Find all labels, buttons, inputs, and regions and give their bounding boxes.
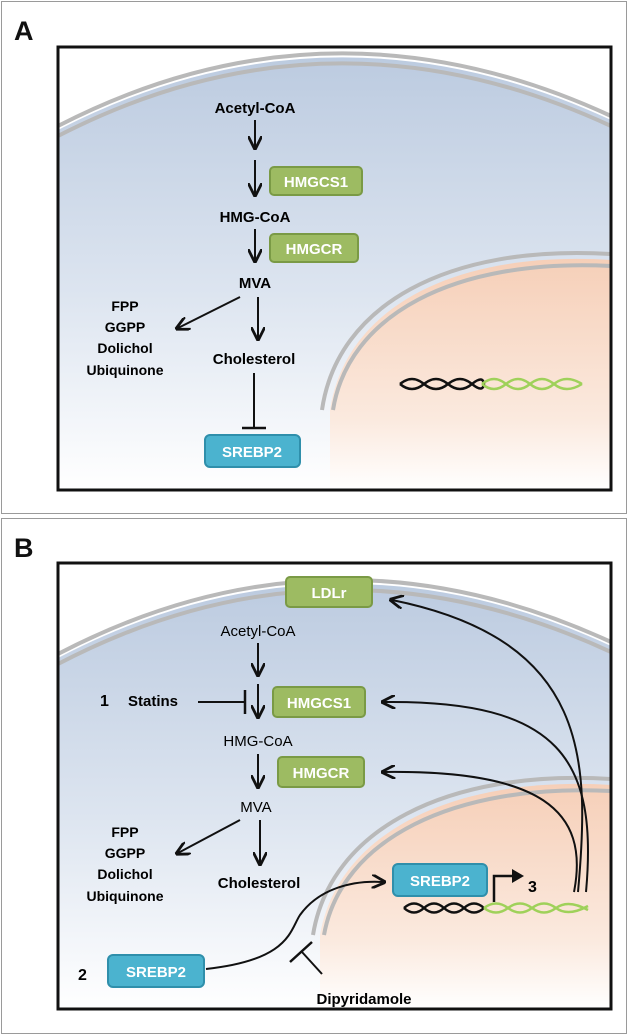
a-hmgcr-label: HMGCR	[286, 241, 343, 258]
a-fpp: FPP	[111, 298, 138, 314]
a-hmg-coa: HMG-CoA	[220, 209, 291, 226]
panel-b-nuclear-envelope-outer	[311, 776, 611, 936]
panel-b-frame	[1, 518, 627, 1034]
panel-b-cell-border	[56, 561, 613, 1011]
a-acetyl-coa: Acetyl-CoA	[215, 100, 296, 117]
a-hmgcs1-box: HMGCS1	[269, 166, 363, 196]
a-hmgcr-box: HMGCR	[269, 233, 359, 263]
b-branch-products: FPP GGPP Dolichol Ubiquinone	[87, 824, 164, 904]
panel-a-nuclear-envelope-inner	[331, 263, 611, 411]
b-srebp2-nuclear-label: SREBP2	[410, 873, 470, 890]
panel-b-nuclear-envelope-inner	[322, 788, 611, 936]
b-ubiquinone: Ubiquinone	[87, 888, 164, 904]
b-hmg-coa: HMG-CoA	[223, 733, 292, 750]
a-ggpp: GGPP	[105, 319, 145, 335]
b-dolichol: Dolichol	[97, 866, 152, 882]
b-srebp2-cytoplasm-box: SREBP2	[107, 954, 205, 988]
a-mva: MVA	[239, 275, 271, 292]
b-arrow-to-hmgcs1	[384, 702, 590, 893]
panel-a-frame	[1, 1, 627, 514]
b-dipyridamole-label: Dipyridamole	[316, 991, 411, 1008]
b-acetyl-coa: Acetyl-CoA	[220, 623, 295, 640]
b-statins-number: 1	[100, 693, 109, 710]
b-arrow-to-ldlr	[392, 600, 584, 893]
a-ubiquinone: Ubiquinone	[87, 362, 164, 378]
b-arrow-to-hmgcr	[384, 772, 578, 893]
b-step-3-number: 3	[528, 879, 537, 896]
b-ldlr-box: LDLr	[285, 576, 373, 608]
a-hmgcs1-label: HMGCS1	[284, 174, 348, 191]
b-mva: MVA	[240, 799, 271, 816]
panel-a-cell-border	[56, 45, 613, 492]
b-transcription-start-arrow	[492, 869, 524, 902]
a-srebp2-box: SREBP2	[204, 434, 301, 468]
b-arrow-branch	[178, 819, 241, 853]
b-dna-icon	[403, 902, 589, 914]
b-hmgcs1-label: HMGCS1	[287, 695, 351, 712]
b-statins-label: Statins	[128, 693, 178, 710]
a-srebp2-label: SREBP2	[222, 444, 282, 461]
a-arrow-branch	[178, 296, 241, 328]
b-ldlr-label: LDLr	[312, 585, 347, 602]
panel-a-membrane-inner	[58, 61, 611, 138]
panel-a-nucleus	[330, 258, 611, 490]
b-ggpp: GGPP	[105, 845, 145, 861]
b-arrow-srebp2-translocation	[205, 882, 383, 970]
b-step-2-number: 2	[78, 967, 87, 984]
a-inhibition-bar	[242, 373, 266, 430]
b-srebp2-cytoplasm-label: SREBP2	[126, 964, 186, 981]
panel-a-nuclear-envelope-outer	[320, 251, 611, 411]
b-statins: 1 Statins	[100, 690, 247, 714]
panel-a-membrane-outer	[58, 51, 611, 128]
b-hmgcr-box: HMGCR	[277, 756, 365, 788]
panel-a-cell	[58, 47, 611, 490]
panel-a-label: A	[14, 16, 34, 46]
a-cholesterol: Cholesterol	[213, 351, 296, 368]
b-cholesterol: Cholesterol	[218, 875, 301, 892]
b-fpp: FPP	[111, 824, 138, 840]
a-dna-icon	[399, 377, 583, 391]
a-dolichol: Dolichol	[97, 340, 152, 356]
a-branch-products: FPP GGPP Dolichol Ubiquinone	[87, 298, 164, 378]
b-srebp2-nuclear-box: SREBP2	[392, 863, 488, 897]
b-hmgcr-label: HMGCR	[293, 765, 350, 782]
b-dipyridamole-inhibition	[289, 941, 323, 975]
b-hmgcs1-box: HMGCS1	[272, 686, 366, 718]
panel-b-label: B	[14, 533, 34, 563]
